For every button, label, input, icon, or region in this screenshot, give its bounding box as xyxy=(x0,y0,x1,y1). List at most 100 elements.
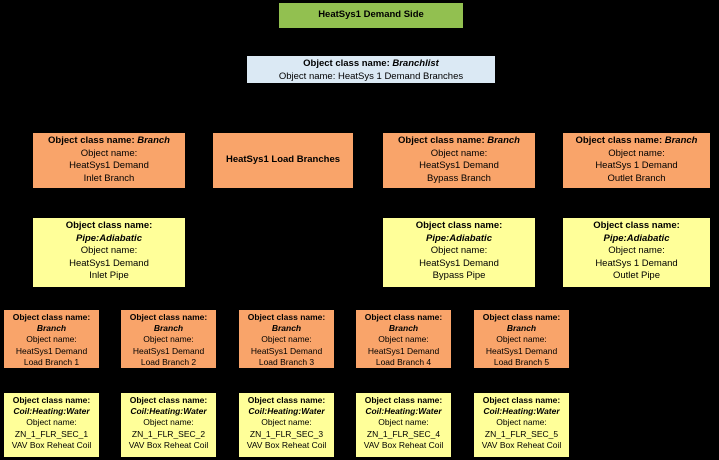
text-segment: HeatSys1 Demand xyxy=(15,345,88,356)
text-segment: Object class name: xyxy=(575,135,665,146)
node-reheat-coil-1-line-5: VAV Box Reheat Coil xyxy=(4,440,99,451)
node-outlet-pipe-line-4: HeatSys 1 Demand xyxy=(563,258,710,271)
node-inlet-branch-line-4: Inlet Branch xyxy=(33,173,185,186)
text-segment: Object class name: xyxy=(12,312,91,322)
text-segment: Inlet Branch xyxy=(83,172,135,184)
node-bypass-pipe-line-3: Object name: xyxy=(383,245,535,258)
node-outlet-pipe-line-5: Outlet Pipe xyxy=(563,270,710,283)
node-load-branch-2-line-3: Object name: xyxy=(121,334,216,345)
node-inlet-pipe-line-1: Object class name: xyxy=(33,220,185,233)
text-segment: HeatSys1 Demand xyxy=(132,345,205,356)
node-reheat-coil-3-line-5: VAV Box Reheat Coil xyxy=(239,440,334,451)
node-load-branch-3-line-4: HeatSys1 Demand xyxy=(239,346,334,357)
text-segment: Bypass Pipe xyxy=(432,270,486,281)
text-segment: Branch xyxy=(36,323,67,334)
text-segment: Object class name: xyxy=(593,220,680,231)
node-load-branch-4-line-2: Branch xyxy=(356,323,451,334)
node-outlet-branch-line-3: HeatSys 1 Demand xyxy=(563,160,710,173)
node-heatsys1-demand-side: HeatSys1 Demand Side xyxy=(279,3,463,28)
text-segment: Object class name: xyxy=(415,220,503,231)
text-segment: Object name: xyxy=(80,245,138,256)
text-segment: Object class name: xyxy=(12,395,91,405)
text-segment: Object class name: xyxy=(482,312,561,322)
node-inlet-branch-line-3: HeatSys1 Demand xyxy=(33,160,185,173)
text-segment: Branch xyxy=(664,135,698,146)
text-segment: Object class name: xyxy=(129,312,208,322)
text-segment: Branch xyxy=(506,323,537,334)
node-load-branch-2-line-1: Object class name: xyxy=(121,312,216,323)
node-load-branches-label-line-1: HeatSys1 Load Branches xyxy=(213,154,353,167)
node-reheat-coil-2-line-4: ZN_1_FLR_SEC_2 xyxy=(121,429,216,440)
node-bypass-branch-line-3: HeatSys1 Demand xyxy=(383,160,535,173)
text-segment: Object class name: xyxy=(303,58,393,69)
node-reheat-coil-1-line-4: ZN_1_FLR_SEC_1 xyxy=(4,429,99,440)
text-segment: Object class name: xyxy=(247,312,326,322)
text-segment: Branch xyxy=(137,135,170,146)
node-load-branch-2-line-5: Load Branch 2 xyxy=(121,357,216,368)
text-segment: Object class name: xyxy=(364,395,443,405)
text-segment: HeatSys1 Demand Side xyxy=(318,9,424,21)
text-segment: Load Branch 1 xyxy=(23,356,80,367)
text-segment: Object name: xyxy=(608,147,665,159)
node-reheat-coil-2-line-1: Object class name: xyxy=(121,395,216,406)
node-outlet-branch-line-2: Object name: xyxy=(563,148,710,161)
text-segment: ZN_1_FLR_SEC_2 xyxy=(131,428,206,439)
node-load-branch-5-line-1: Object class name: xyxy=(474,312,569,323)
node-load-branch-4-line-4: HeatSys1 Demand xyxy=(356,346,451,357)
text-segment: VAV Box Reheat Coil xyxy=(11,439,92,450)
node-reheat-coil-4-line-4: ZN_1_FLR_SEC_4 xyxy=(356,429,451,440)
node-load-branch-5-line-4: HeatSys1 Demand xyxy=(474,346,569,357)
node-load-branches-label: HeatSys1 Load Branches xyxy=(213,133,353,188)
text-segment: Outlet Branch xyxy=(607,172,666,184)
text-segment: ZN_1_FLR_SEC_5 xyxy=(484,428,559,439)
node-reheat-coil-1-line-2: Coil:Heating:Water xyxy=(4,406,99,417)
node-reheat-coil-3-line-4: ZN_1_FLR_SEC_3 xyxy=(239,429,334,440)
text-segment: Outlet Pipe xyxy=(613,270,660,281)
text-segment: ZN_1_FLR_SEC_3 xyxy=(249,428,324,439)
text-segment: Object class name: xyxy=(48,135,138,146)
node-load-branch-1-line-2: Branch xyxy=(4,323,99,334)
text-segment: Object name: xyxy=(26,417,77,428)
node-load-branch-1-line-4: HeatSys1 Demand xyxy=(4,346,99,357)
text-segment: Branch xyxy=(388,323,419,334)
text-segment: Object name: xyxy=(26,334,77,345)
node-inlet-pipe-line-2: Pipe:Adiabatic xyxy=(33,233,185,246)
text-segment: Pipe:Adiabatic xyxy=(426,232,492,244)
node-bypass-branch-line-1: Object class name: Branch xyxy=(383,135,535,148)
node-load-branch-5-line-3: Object name: xyxy=(474,334,569,345)
text-segment: Load Branch 2 xyxy=(140,356,197,367)
text-segment: Coil:Heating:Water xyxy=(248,406,325,417)
text-segment: HeatSys1 Demand xyxy=(250,345,323,356)
node-reheat-coil-5-line-2: Coil:Heating:Water xyxy=(474,406,569,417)
node-reheat-coil-4-line-5: VAV Box Reheat Coil xyxy=(356,440,451,451)
node-load-branch-2-line-2: Branch xyxy=(121,323,216,334)
text-segment: VAV Box Reheat Coil xyxy=(363,439,444,450)
node-load-branch-4-line-5: Load Branch 4 xyxy=(356,357,451,368)
text-segment: Object name: xyxy=(378,334,429,345)
text-segment: Object class name: xyxy=(65,220,153,231)
node-reheat-coil-5-line-1: Object class name: xyxy=(474,395,569,406)
node-reheat-coil-5-line-5: VAV Box Reheat Coil xyxy=(474,440,569,451)
text-segment: HeatSys1 Demand xyxy=(367,345,440,356)
text-segment: HeatSys 1 Demand xyxy=(595,257,678,269)
text-segment: HeatSys1 Demand xyxy=(69,160,149,171)
node-bypass-branch-line-2: Object name: xyxy=(383,148,535,161)
node-inlet-branch-line-1: Object class name: Branch xyxy=(33,135,185,148)
node-bypass-pipe-line-5: Bypass Pipe xyxy=(383,270,535,283)
text-segment: VAV Box Reheat Coil xyxy=(246,439,327,450)
text-segment: Load Branch 3 xyxy=(258,356,315,367)
text-segment: Object class name: xyxy=(364,312,443,322)
text-segment: Coil:Heating:Water xyxy=(365,406,442,417)
text-segment: Object name: xyxy=(496,417,547,428)
text-segment: Pipe:Adiabatic xyxy=(603,232,670,244)
node-reheat-coil-2-line-3: Object name: xyxy=(121,417,216,428)
text-segment: HeatSys1 Demand xyxy=(419,160,499,171)
text-segment: Branch xyxy=(487,135,520,146)
